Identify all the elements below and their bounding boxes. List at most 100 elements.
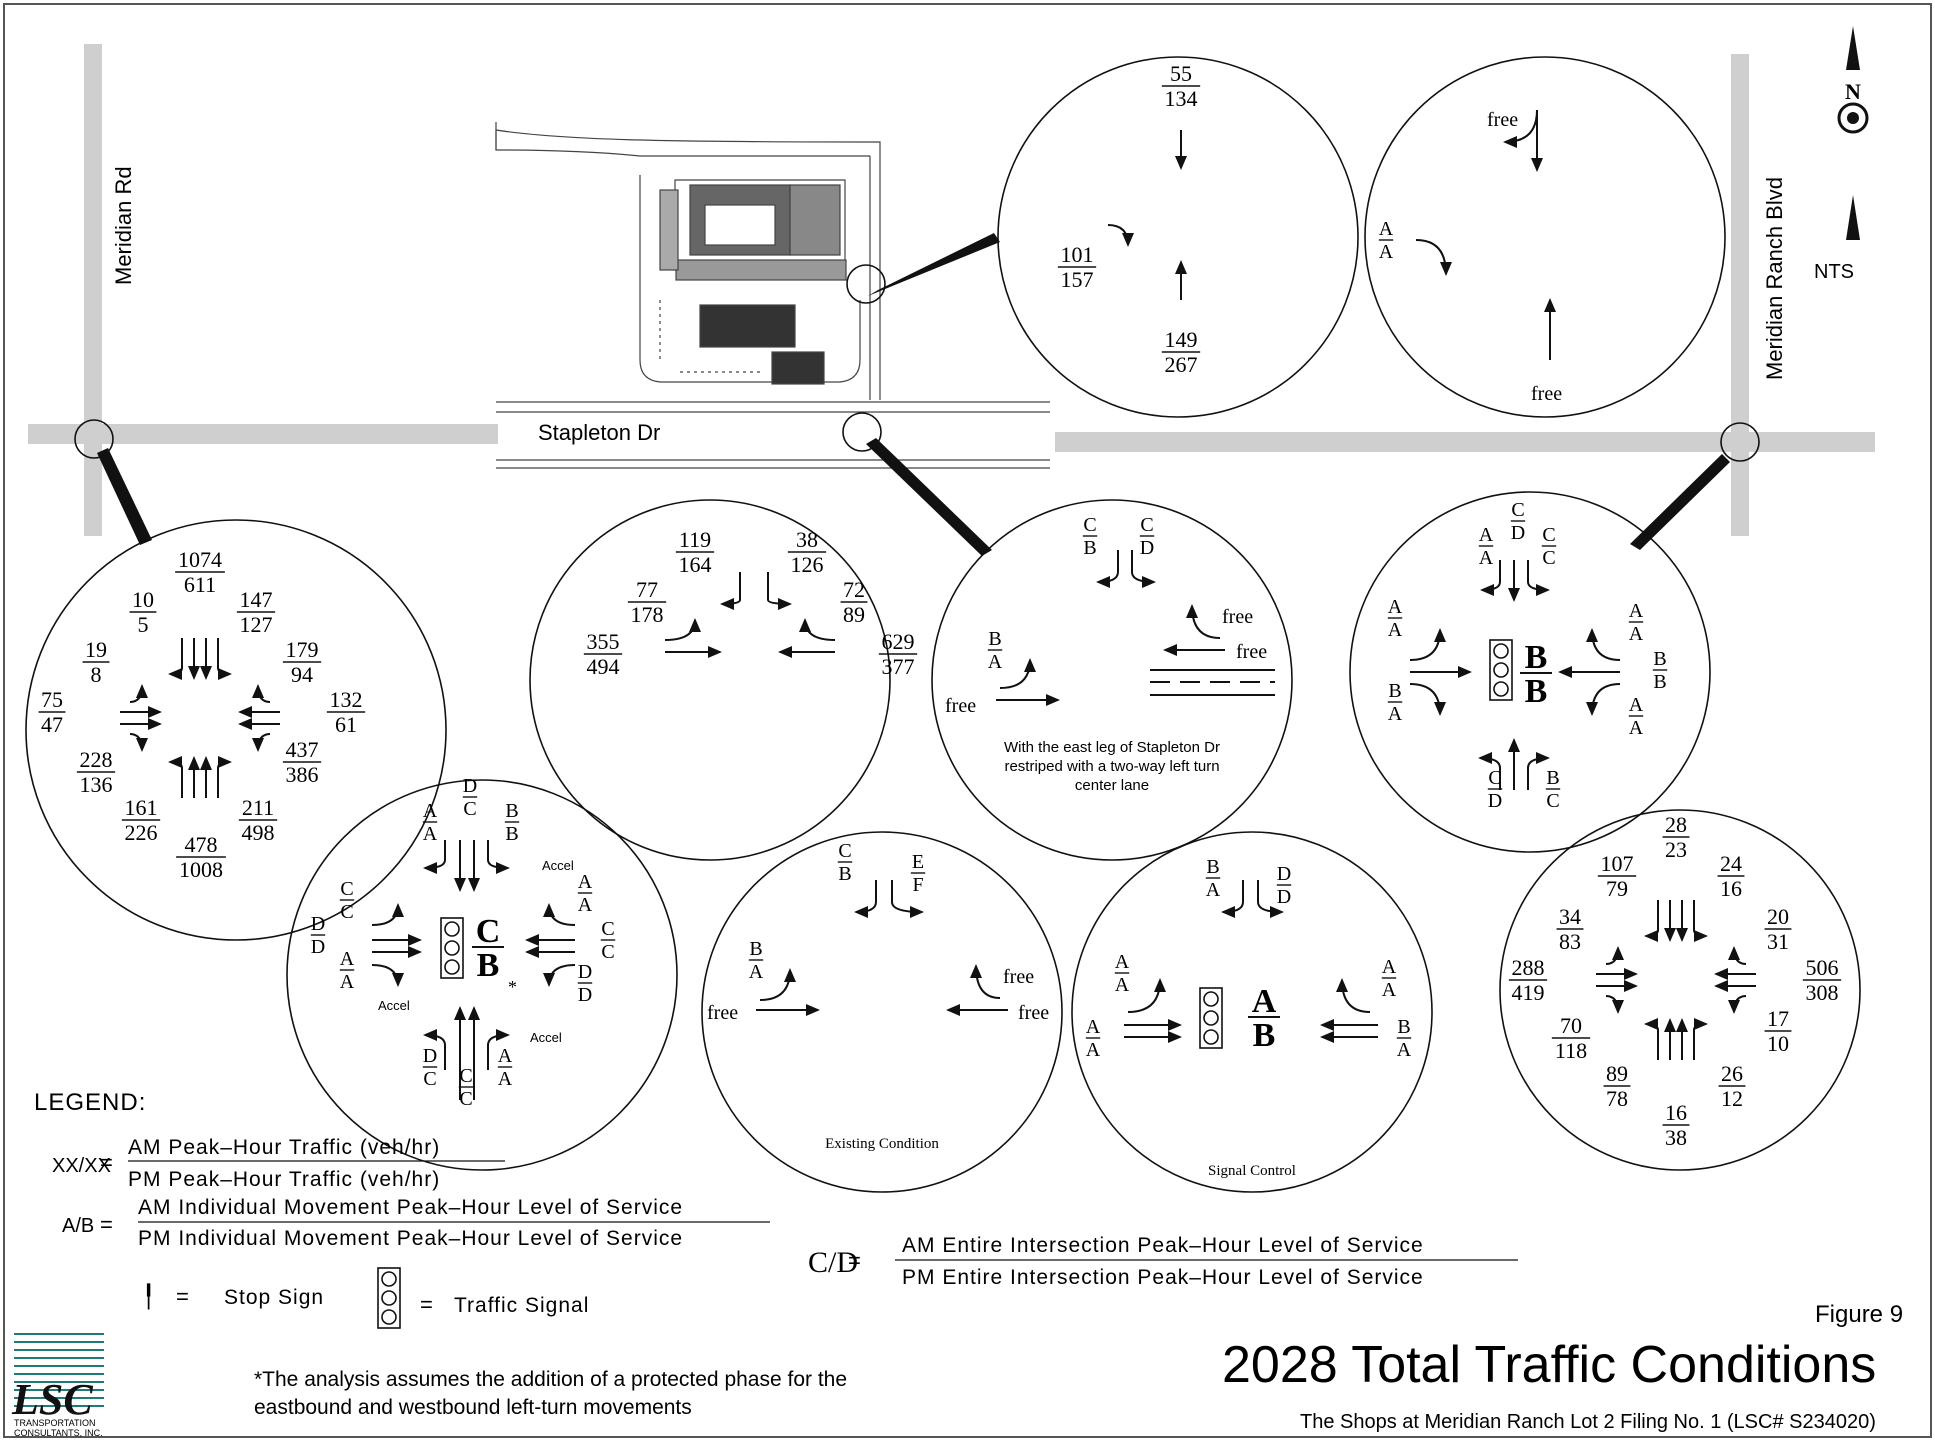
mer-overall-los-am: C bbox=[476, 913, 501, 950]
mer-vol-sb-left-pm: 127 bbox=[240, 612, 273, 637]
sta-vol-sb-left-am: 38 bbox=[796, 527, 818, 552]
mer-los-sb-left: BB bbox=[504, 800, 520, 845]
sta-ex-eb-left-pm: A bbox=[749, 961, 764, 983]
sta-sig-wb-thru-pm: A bbox=[1397, 1039, 1412, 1061]
mrb-los-wb-right-pm: A bbox=[1629, 623, 1644, 645]
sta-sig-eb-thru: AA bbox=[1086, 1016, 1101, 1061]
mrb-los-wb-thru-am: B bbox=[1653, 648, 1666, 670]
arrows-mrb-vol-sb-right bbox=[1644, 900, 1659, 942]
mer-los-nb-right: AA bbox=[498, 1045, 513, 1090]
arrows-mrb-vol-sb-left bbox=[1693, 900, 1708, 942]
logo-line2: CONSULTANTS, INC. bbox=[14, 1428, 103, 1438]
mer-los-eb-right: AA bbox=[340, 948, 355, 993]
sta-los-sb-left-pm: D bbox=[1140, 537, 1154, 559]
arrow-mrblos-wb-right bbox=[1586, 628, 1621, 661]
arrow-sig-wb-left bbox=[1336, 978, 1371, 1013]
road-network bbox=[28, 44, 1875, 536]
mer-los-wb-left-pm: D bbox=[578, 984, 592, 1006]
mer-vol-wb-left-am: 437 bbox=[286, 737, 319, 762]
sta-sig-eb-thru-pm: A bbox=[1086, 1039, 1101, 1061]
mer-los-sb-left-am: B bbox=[505, 800, 518, 822]
mrb-vol-wb-thru-am: 506 bbox=[1806, 955, 1839, 980]
mer-vol-eb-left: 198 bbox=[82, 637, 110, 687]
mrb-vol-nb-left-am: 89 bbox=[1606, 1061, 1628, 1086]
arrow-merlos-eb-right bbox=[371, 964, 404, 987]
arrow-acc-eb bbox=[1107, 224, 1134, 247]
acc-vol-sb-pm: 134 bbox=[1165, 86, 1198, 111]
arrows-meridian-vol-nb-right bbox=[217, 756, 232, 798]
mrb-los-wb-left-pm: A bbox=[1629, 717, 1644, 739]
mrb-los-wb-thru-pm: B bbox=[1653, 671, 1666, 693]
mer-vol-sb-right: 105 bbox=[129, 587, 157, 637]
mrb-los-wb-right-am: A bbox=[1629, 600, 1644, 622]
mrb-vol-eb-left-pm: 83 bbox=[1559, 929, 1581, 954]
sta-sig-wb-thru-am: B bbox=[1397, 1016, 1410, 1038]
mer-vol-nb-right-pm: 498 bbox=[242, 820, 275, 845]
mrb-vol-nb-thru-pm: 38 bbox=[1665, 1125, 1687, 1150]
mer-vol-wb-right-pm: 94 bbox=[291, 662, 313, 687]
mrb-los-wb-thru: BB bbox=[1652, 648, 1668, 693]
legend-stop-sign: Stop Sign bbox=[224, 1286, 324, 1309]
arrow-merlos-wb-right bbox=[543, 903, 576, 926]
mer-los-wb-right-pm: A bbox=[578, 894, 593, 916]
sta-ex-sb-left-am: E bbox=[912, 851, 924, 873]
mer-vol-nb-left-pm: 226 bbox=[125, 820, 158, 845]
sta-los-sb-right-am: C bbox=[1083, 514, 1096, 536]
sta-ex-eb-left-am: B bbox=[749, 938, 762, 960]
legend-volume-key: XX/XX bbox=[52, 1155, 111, 1177]
mer-los-eb-left-pm: C bbox=[340, 901, 353, 923]
mer-overall-los: CB bbox=[472, 913, 504, 984]
mer-vol-wb-thru-am: 132 bbox=[330, 687, 363, 712]
sta-sig-wb-left-am: A bbox=[1382, 956, 1397, 978]
mrb-los-wb-left: AA bbox=[1629, 694, 1644, 739]
mrb-vol-sb-thru-pm: 23 bbox=[1665, 837, 1687, 862]
sta-sig-eb-left-am: A bbox=[1115, 951, 1130, 973]
meridian-rd-road bbox=[84, 44, 102, 536]
mrb-los-sb-left-pm: C bbox=[1542, 547, 1555, 569]
accel-label-1: Accel bbox=[542, 858, 574, 873]
mer-vol-wb-right-am: 179 bbox=[286, 637, 319, 662]
arrow-sig-sb-right bbox=[1221, 880, 1244, 918]
sta-ex-sb-right-am: C bbox=[838, 840, 851, 862]
mrb-los-sb-thru: CD bbox=[1511, 499, 1525, 544]
legend-equals-4: = bbox=[420, 1292, 433, 1317]
twltl-striping bbox=[1150, 669, 1275, 696]
mrb-overall-los-am: B bbox=[1525, 639, 1548, 676]
mer-los-eb-right-am: A bbox=[340, 948, 355, 970]
arrow-merlos-eb-left bbox=[371, 903, 404, 926]
arrow-mrblos-wb-left bbox=[1586, 683, 1621, 716]
mrb-los-eb-right: BA bbox=[1388, 680, 1403, 725]
legend-volume-pm: PM Peak–Hour Traffic (veh/hr) bbox=[128, 1168, 440, 1191]
arrow-sta-sb-left bbox=[767, 572, 792, 610]
mrb-vol-nb-left-pm: 78 bbox=[1606, 1086, 1628, 1111]
mer-vol-eb-thru-am: 75 bbox=[41, 687, 63, 712]
mer-los-nb-thru: CC bbox=[458, 1065, 474, 1110]
arrows-meridian-vol-nb-left bbox=[168, 756, 183, 798]
mer-vol-sb-thru-pm: 611 bbox=[184, 572, 216, 597]
arrows-meridian-vol-sb-right bbox=[168, 638, 183, 680]
signal-icon-legend bbox=[377, 1267, 401, 1329]
sta-vol-eb-left-am: 77 bbox=[636, 577, 658, 602]
arrows-mrb-vol-nb-left bbox=[1644, 1018, 1659, 1060]
sta-vol-eb-thru-am: 355 bbox=[587, 629, 620, 654]
signal-icon-meridian bbox=[440, 917, 464, 979]
mrb-los-sb-right-pm: A bbox=[1479, 547, 1494, 569]
arrow-sta-eb-left bbox=[664, 618, 701, 641]
mrb-los-nb-left-pm: D bbox=[1488, 790, 1502, 812]
sta-los-eb-left: BA bbox=[988, 628, 1003, 673]
meridian-volume-circle bbox=[25, 519, 447, 941]
sta-sig-eb-left: AA bbox=[1115, 951, 1130, 996]
mrb-vol-nb-right-pm: 12 bbox=[1721, 1086, 1743, 1111]
sta-sig-sb-left: DD bbox=[1277, 863, 1291, 908]
mrb-los-sb-right: AA bbox=[1479, 524, 1494, 569]
footnote-line2: eastbound and westbound left-turn moveme… bbox=[254, 1396, 692, 1419]
mer-los-nb-thru-am: C bbox=[459, 1065, 472, 1087]
mrb-vol-wb-right-am: 20 bbox=[1767, 904, 1789, 929]
mer-los-eb-right-pm: A bbox=[340, 971, 355, 993]
